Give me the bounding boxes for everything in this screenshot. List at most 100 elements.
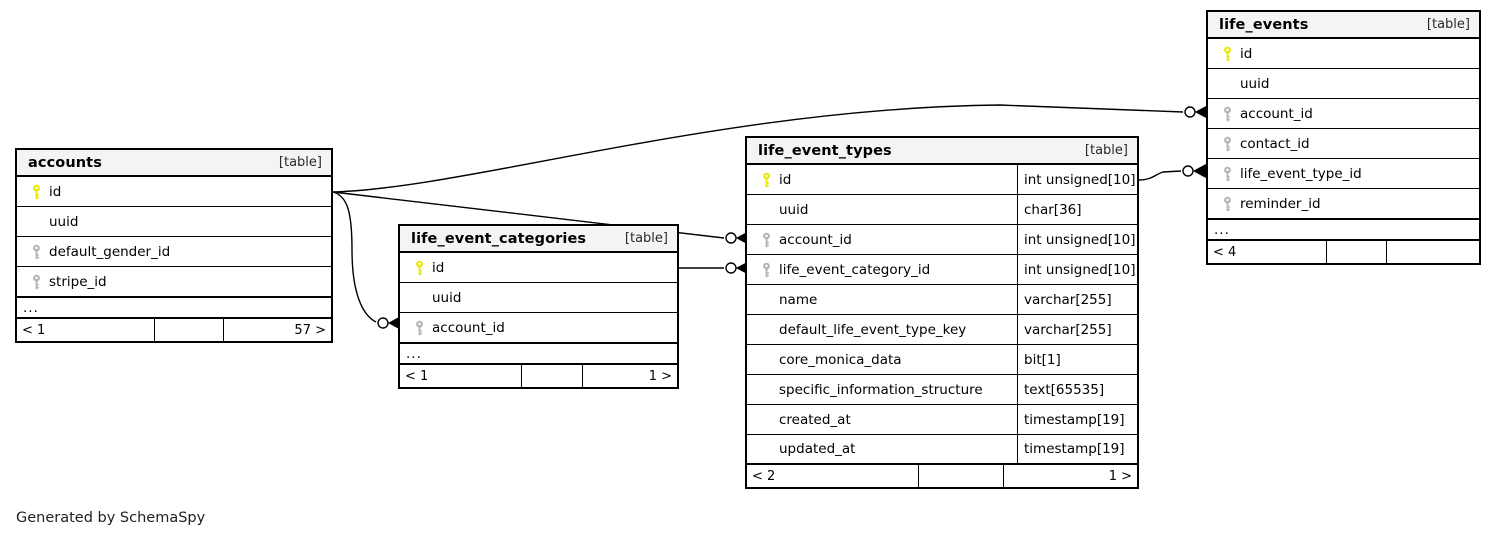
primary-key-icon — [1218, 46, 1236, 62]
column-label: updated_at — [779, 441, 856, 457]
column-label: default_life_event_type_key — [779, 321, 967, 338]
table-row[interactable]: uuid — [1208, 69, 1479, 99]
column-name-cell: id — [400, 253, 677, 282]
foreign-key-icon — [1218, 166, 1236, 182]
table-row[interactable]: default_gender_id — [17, 237, 331, 267]
table-row[interactable]: created_at timestamp[19] — [747, 405, 1137, 435]
column-type: int unsigned[10] — [1017, 165, 1137, 194]
column-label: account_id — [779, 231, 852, 248]
footer-left-count: < 4 — [1208, 241, 1328, 263]
more-columns-ellipsis[interactable]: ... — [17, 297, 331, 319]
foreign-key-icon — [1218, 106, 1236, 122]
relationship-life_event_types-to-life_events-type_id — [1138, 163, 1208, 181]
column-type: varchar[255] — [1017, 285, 1137, 314]
cardinality-zero-or-one-marker — [725, 232, 737, 244]
column-label: uuid — [779, 201, 809, 218]
column-label: contact_id — [1240, 135, 1310, 152]
column-name-cell: updated_at — [747, 435, 1017, 463]
foreign-key-icon — [757, 232, 775, 248]
table-kind-label: [table] — [1084, 143, 1128, 158]
cardinality-zero-or-one-marker — [1182, 165, 1194, 177]
cardinality-zero-or-one-marker — [1184, 106, 1196, 118]
column-label: id — [432, 259, 445, 276]
table-row[interactable]: updated_at timestamp[19] — [747, 435, 1137, 465]
footer-right-count — [1387, 241, 1479, 263]
foreign-key-icon — [1218, 196, 1236, 212]
column-label: id — [49, 183, 62, 200]
footer-middle-cell — [155, 319, 225, 341]
column-name-cell: id — [747, 165, 1017, 194]
column-label: account_id — [432, 319, 505, 336]
primary-key-icon — [410, 260, 428, 276]
table-title: life_event_categories — [411, 230, 587, 247]
table-row[interactable]: id — [400, 253, 677, 283]
table-title: accounts — [28, 154, 102, 171]
table-row[interactable]: reminder_id — [1208, 189, 1479, 219]
table-row[interactable]: contact_id — [1208, 129, 1479, 159]
column-name-cell: life_event_type_id — [1208, 159, 1479, 188]
column-label: core_monica_data — [779, 351, 902, 368]
column-name-cell: core_monica_data — [747, 345, 1017, 374]
table-row[interactable]: uuid — [17, 207, 331, 237]
foreign-key-icon — [410, 320, 428, 336]
table-row[interactable]: stripe_id — [17, 267, 331, 297]
column-label: stripe_id — [49, 273, 107, 290]
column-name-cell: account_id — [400, 313, 677, 342]
table-row[interactable]: id — [17, 177, 331, 207]
column-label: account_id — [1240, 105, 1313, 122]
column-name-cell: life_event_category_id — [747, 255, 1017, 284]
column-name-cell: account_id — [747, 225, 1017, 254]
column-label: life_event_type_id — [1240, 165, 1362, 182]
table-row[interactable]: name varchar[255] — [747, 285, 1137, 315]
primary-key-icon — [757, 172, 775, 188]
table-row[interactable]: account_id — [400, 313, 677, 343]
column-label: default_gender_id — [49, 243, 171, 260]
column-name-cell: specific_information_structure — [747, 375, 1017, 404]
column-name-cell: default_life_event_type_key — [747, 315, 1017, 344]
column-name-cell: uuid — [400, 283, 677, 312]
column-name-cell: id — [17, 177, 331, 206]
column-label: created_at — [779, 411, 851, 428]
column-name-cell: reminder_id — [1208, 189, 1479, 218]
table-header-accounts: accounts [table] — [17, 150, 331, 177]
column-type: timestamp[19] — [1017, 435, 1137, 463]
cardinality-zero-or-one-marker — [377, 317, 389, 329]
table-kind-label: [table] — [1426, 17, 1470, 32]
table-row[interactable]: account_id — [1208, 99, 1479, 129]
footer-right-count: 1 > — [648, 368, 672, 384]
footer-right-count: 1 > — [1108, 468, 1132, 484]
table-row[interactable]: id — [1208, 39, 1479, 69]
foreign-key-icon — [1218, 136, 1236, 152]
more-columns-ellipsis[interactable]: ... — [1208, 219, 1479, 241]
column-type: text[65535] — [1017, 375, 1137, 404]
relationship-accounts-to-life_event_categories-account_id — [332, 191, 403, 331]
footer-middle-cell — [919, 465, 1005, 487]
column-name-cell: uuid — [747, 195, 1017, 224]
table-header-life_event_types: life_event_types[table] — [747, 138, 1137, 165]
footer-middle-cell — [1327, 241, 1387, 263]
column-label: name — [779, 291, 818, 308]
more-columns-ellipsis[interactable]: ... — [400, 343, 677, 365]
table-kind-label: [table] — [278, 155, 322, 170]
foreign-key-icon — [757, 262, 775, 278]
column-type: timestamp[19] — [1017, 405, 1137, 434]
column-label: uuid — [49, 213, 79, 230]
column-name-cell: name — [747, 285, 1017, 314]
table-row[interactable]: life_event_type_id — [1208, 159, 1479, 189]
footer-left-count: < 1 — [17, 319, 156, 341]
table-row[interactable]: uuid — [400, 283, 677, 313]
